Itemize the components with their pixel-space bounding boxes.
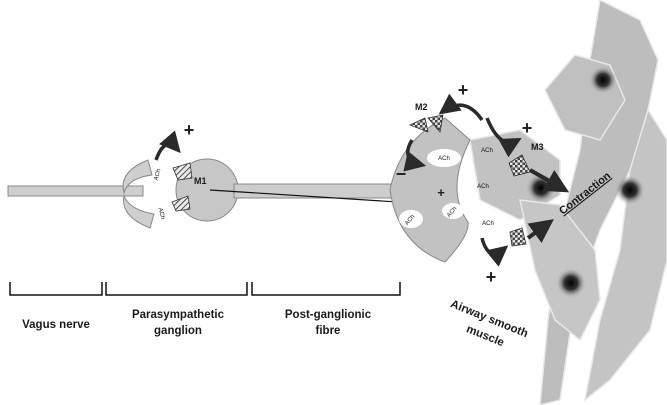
ach-label: ACh [477,184,489,190]
plus-sign: + [458,80,469,100]
plus-sign: + [184,120,195,140]
m1-receptor [172,162,193,181]
muscle-cell [583,108,667,402]
vagus-nerve-label: Vagus nerve [22,319,90,331]
ganglion-receptor [171,195,191,212]
postganglionic-label-line1: Post-ganglionic [285,309,372,321]
postganglionic-fibre [233,183,395,199]
m3-activation-arrow [485,117,522,158]
plus-sign: + [522,118,533,138]
plus-sign: + [486,267,497,287]
ganglion-label-line1: Parasympathetic [132,309,225,321]
m1-label: M1 [194,176,207,186]
contraction-arrow [529,168,570,193]
m2-receptor [427,114,444,133]
ach-label: ACh [482,221,494,227]
ganglion-label-line2: ganglion [154,325,202,337]
postganglionic-label-line2: fibre [316,325,341,337]
nerve-terminal [389,117,471,263]
airway-smooth-muscle-cells [469,0,667,405]
receptor-activation-arrow [480,237,509,267]
postganglionic-bracket [251,282,401,296]
m2-receptor [408,117,429,133]
section-brackets [9,282,401,296]
ach-vesicle [427,149,461,167]
muscarinic-receptor [509,227,527,247]
vagus-nerve-axon [7,185,144,197]
nucleus [556,268,586,298]
ach-label: ACh [154,168,163,181]
plus-sign: + [437,185,445,200]
ganglion-bracket [105,282,248,296]
ach-label: ACh [157,207,166,220]
presynaptic-terminal [122,159,153,195]
minus-sign: − [396,164,407,184]
vagus-bracket [9,282,103,296]
m2-feedback-arrow [438,93,484,122]
contraction-arrow [526,219,554,243]
m3-label: M3 [531,142,544,152]
ach-label: ACh [438,156,450,162]
ach-vesicle [399,210,423,228]
m2-inhibit-arrow [403,139,427,172]
m1-feedback-arrow [154,130,181,161]
nucleus [589,66,617,94]
nucleus [615,175,645,205]
m2-label: M2 [415,102,428,112]
ach-label: ACh [481,148,493,154]
ach-vesicle [442,203,464,219]
presynaptic-terminal [123,194,155,229]
